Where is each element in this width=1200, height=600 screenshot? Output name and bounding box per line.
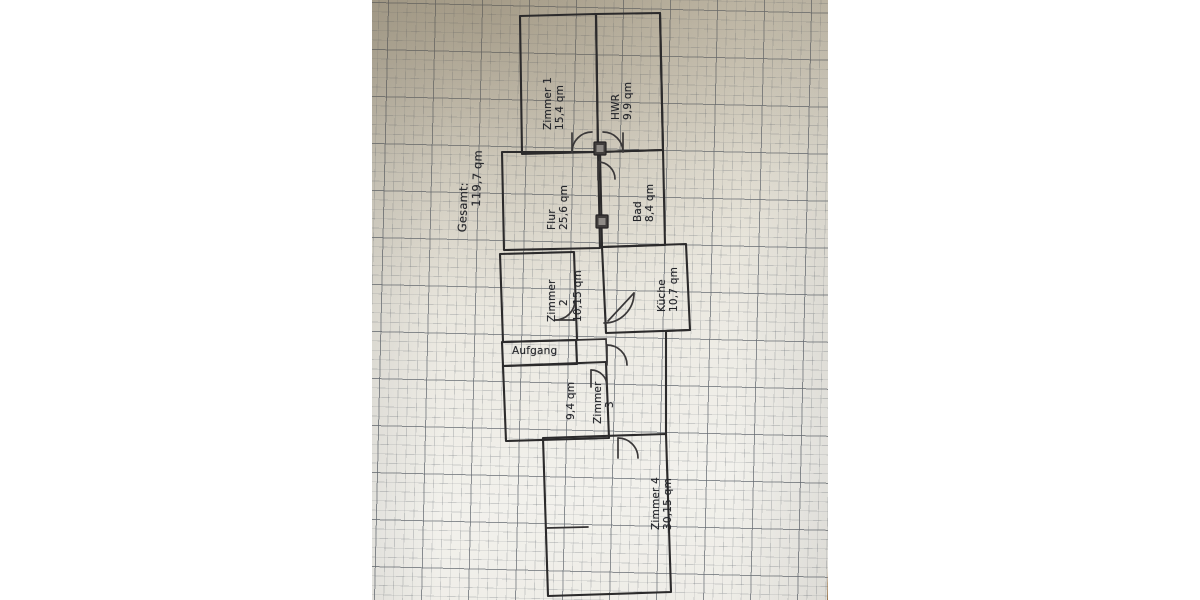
label-hwr-name: HWR — [610, 93, 622, 120]
label-bad: Bad 8,4 qm — [632, 184, 656, 222]
wall-kueche-to-zimmer4 — [664, 328, 692, 436]
label-zimmer-1-area: 15,4 qm — [554, 84, 567, 130]
label-zimmer-1: Zimmer 1 15,4 qm — [542, 77, 566, 130]
label-zimmer-1-name: Zimmer 1 — [542, 77, 554, 130]
label-flur-name: Flur — [546, 209, 558, 230]
door-swing-zimmer1 — [571, 131, 593, 153]
label-flur: Flur 25,6 qm — [546, 185, 570, 230]
label-gesamt-value: 119,7 qm — [469, 149, 486, 207]
fixture-symbol-lower — [595, 214, 609, 229]
door-swing-kueche — [603, 292, 635, 324]
label-zimmer-4-name: Zimmer 4 — [650, 477, 662, 530]
label-kueche: Küche 10,7 qm — [656, 267, 680, 312]
fixture-symbol-upper — [593, 141, 607, 156]
door-swing-zimmer4 — [617, 437, 639, 459]
label-zimmer-4: Zimmer 4 30,15 qm — [650, 477, 674, 530]
door-swing-bad — [597, 161, 616, 181]
door-swing-zimmer2 — [554, 299, 577, 321]
label-hwr: HWR 9,9 qm — [610, 82, 634, 120]
label-bad-name: Bad — [632, 201, 644, 222]
label-zimmer-2-name: Zimmer — [546, 279, 558, 322]
label-zimmer-2: Zimmer 2 10,15 qm — [546, 270, 585, 322]
label-hwr-area: 9,9 qm — [622, 81, 635, 120]
label-zimmer-2-number: 2 — [558, 299, 571, 306]
label-kueche-area: 10,7 qm — [668, 266, 681, 312]
label-zimmer-3-name: Zimmer — [592, 381, 604, 424]
label-flur-area: 25,6 qm — [558, 184, 571, 230]
label-zimmer-2-area: 10,15 qm — [572, 270, 585, 322]
room-outline-flur — [500, 150, 602, 252]
photograph: Gesamt: 119,7 qm Zimmer 1 15,4 qm HWR 9,… — [360, 0, 840, 600]
letterbox-right — [828, 0, 1200, 600]
floor-plan-drawing — [498, 11, 692, 598]
door-swing-zimmer3 — [606, 344, 628, 366]
label-zimmer-3-area-wrap: 9,4 qm — [565, 382, 577, 420]
room-outline-zimmer-4 — [541, 432, 673, 598]
label-aufgang-name: Aufgang — [512, 345, 558, 357]
door-swing-aufgang — [590, 369, 608, 388]
label-gesamt: Gesamt: 119,7 qm — [455, 149, 486, 233]
label-zimmer-3-number: 3 — [604, 401, 617, 408]
label-aufgang: Aufgang — [512, 345, 557, 357]
label-zimmer-3-area: 9,4 qm — [565, 381, 577, 420]
label-zimmer-3: Zimmer 3 — [592, 381, 616, 424]
label-bad-area: 8,4 qm — [644, 183, 657, 222]
wall-hwr-right — [658, 11, 665, 152]
door-swing-hwr — [602, 131, 624, 153]
label-zimmer-4-area: 30,15 qm — [662, 478, 675, 530]
label-kueche-name: Küche — [656, 279, 668, 312]
letterbox-left — [0, 0, 372, 600]
